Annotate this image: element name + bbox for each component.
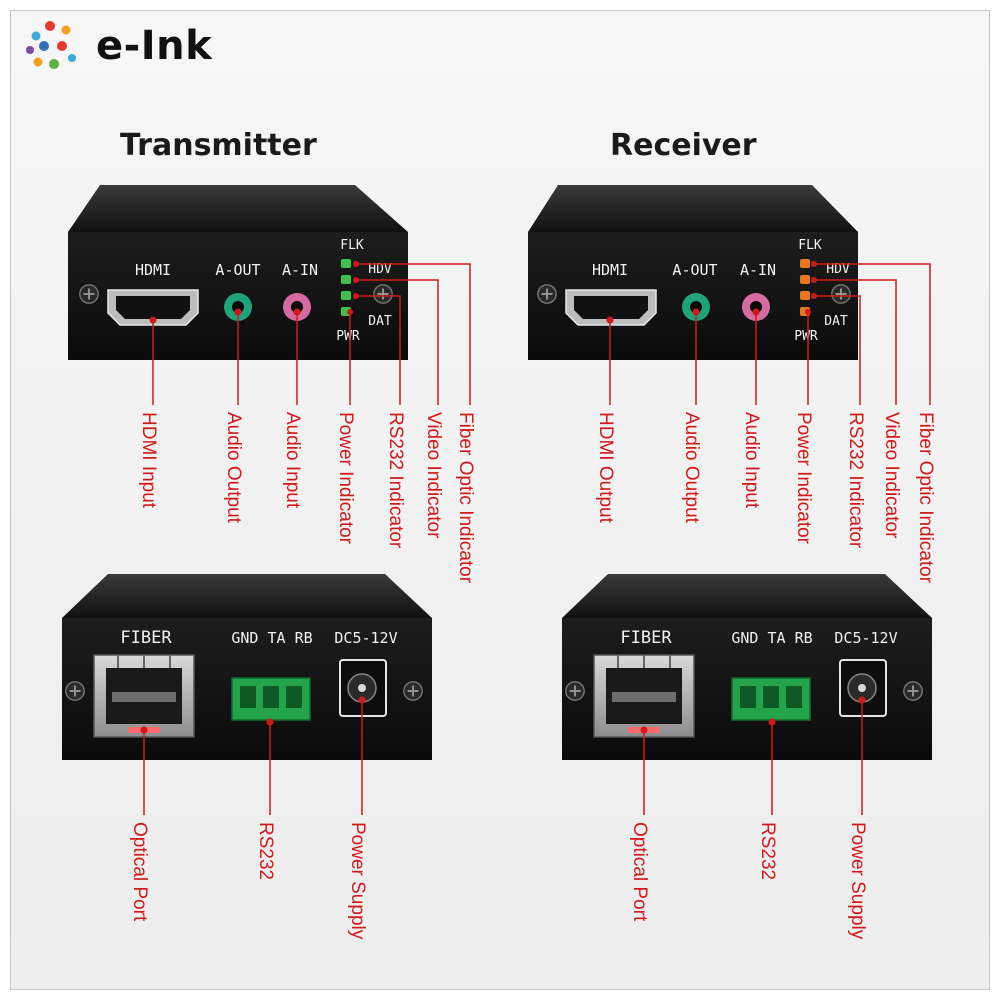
- callout-rs232-indicator: RS232 Indicator: [385, 412, 406, 549]
- audio-out-label: A-OUT: [672, 261, 717, 279]
- hdv-label: HDV: [826, 262, 850, 277]
- screw-icon: [536, 283, 558, 305]
- led-icon: [800, 259, 810, 268]
- flk-label: FLK: [340, 238, 364, 253]
- callout-rs232-indicator: RS232 Indicator: [845, 412, 866, 549]
- brand: e-Ink: [22, 18, 212, 74]
- callout-audio-output: Audio Output: [681, 412, 702, 524]
- dc-input-label: DC5-12V: [334, 629, 397, 647]
- transmitter-title: Transmitter: [120, 128, 317, 163]
- hdmi-port-icon: [107, 289, 199, 326]
- led-icon: [341, 291, 351, 300]
- screw-icon: [564, 680, 586, 702]
- dc-jack-icon: [839, 659, 887, 717]
- receiver-front-top: [528, 185, 858, 232]
- callout-power-supply: Power Supply: [847, 822, 868, 940]
- transmitter-rear-panel: FIBER GND TA RB DC5-12V: [62, 574, 432, 940]
- led-icon: [800, 291, 810, 300]
- sfp-cage-icon: [93, 654, 195, 738]
- rs232-terminal-label: GND TA RB: [231, 629, 312, 647]
- callout-audio-output: Audio Output: [223, 412, 244, 524]
- callout-fiber-optic-indicator: Fiber Optic Indicator: [915, 412, 936, 584]
- screw-icon: [830, 283, 852, 305]
- hdmi-port-label: HDMI: [135, 261, 171, 279]
- hdmi-port-label: HDMI: [592, 261, 628, 279]
- pwr-label: PWR: [794, 329, 818, 344]
- callout-audio-input: Audio Input: [282, 412, 303, 509]
- dat-label: DAT: [368, 314, 392, 329]
- audio-in-jack-icon: [742, 293, 770, 321]
- callout-power-indicator: Power Indicator: [335, 412, 356, 545]
- receiver-front-callouts: [609, 263, 931, 405]
- receiver-title: Receiver: [610, 128, 757, 163]
- screw-icon: [64, 680, 86, 702]
- callout-power-supply: Power Supply: [347, 822, 368, 940]
- terminal-block-icon: [731, 677, 811, 721]
- dat-label: DAT: [824, 314, 848, 329]
- transmitter-rear-callouts: [143, 700, 363, 815]
- screw-icon: [402, 680, 424, 702]
- audio-out-jack-icon: [682, 293, 710, 321]
- receiver-rear-callouts: [643, 700, 863, 815]
- audio-in-jack-icon: [283, 293, 311, 321]
- fiber-port-label: FIBER: [620, 628, 672, 648]
- transmitter-front-panel: HDMI A-OUT A-IN FLK HDV DAT PWR: [68, 185, 476, 584]
- fiber-port-label: FIBER: [120, 628, 172, 648]
- audio-in-label: A-IN: [740, 261, 776, 279]
- sfp-cage-icon: [593, 654, 695, 738]
- audio-in-label: A-IN: [282, 261, 318, 279]
- screw-icon: [372, 283, 394, 305]
- audio-out-label: A-OUT: [215, 261, 260, 279]
- callout-rs232: RS232: [757, 822, 778, 880]
- callout-video-indicator: Video Indicator: [423, 412, 444, 539]
- dc-input-label: DC5-12V: [834, 629, 897, 647]
- transmitter-rear-top: [62, 574, 432, 618]
- brand-name: e-Ink: [96, 23, 213, 69]
- receiver-rear-panel: FIBER GND TA RB DC5-12V: [562, 574, 932, 940]
- rs232-terminal-label: GND TA RB: [731, 629, 812, 647]
- dc-jack-icon: [339, 659, 387, 717]
- led-icon: [341, 259, 351, 268]
- audio-out-jack-icon: [224, 293, 252, 321]
- callout-rs232: RS232: [255, 822, 276, 880]
- screw-icon: [78, 283, 100, 305]
- flk-label: FLK: [798, 238, 822, 253]
- pwr-label: PWR: [336, 329, 360, 344]
- frame: [10, 10, 990, 990]
- terminal-block-icon: [231, 677, 311, 721]
- callout-fiber-optic-indicator: Fiber Optic Indicator: [455, 412, 476, 584]
- led-icon: [341, 275, 351, 284]
- transmitter-front-callouts: [152, 263, 471, 405]
- callout-hdmi: HDMI Output: [595, 412, 616, 524]
- callout-power-indicator: Power Indicator: [793, 412, 814, 545]
- receiver-front-panel: HDMI A-OUT A-IN FLK HDV DAT PWR: [528, 185, 936, 584]
- callout-optical-port: Optical Port: [629, 822, 650, 922]
- e-link-logo-icon: [26, 21, 76, 69]
- callout-audio-input: Audio Input: [741, 412, 762, 509]
- receiver-rear-top: [562, 574, 932, 618]
- hdv-label: HDV: [368, 262, 392, 277]
- transmitter-front-top: [68, 185, 408, 232]
- callout-optical-port: Optical Port: [129, 822, 150, 922]
- callout-video-indicator: Video Indicator: [881, 412, 902, 539]
- screw-icon: [902, 680, 924, 702]
- led-icon: [800, 275, 810, 284]
- hdmi-port-icon: [565, 289, 657, 326]
- callout-hdmi: HDMI Input: [138, 412, 159, 509]
